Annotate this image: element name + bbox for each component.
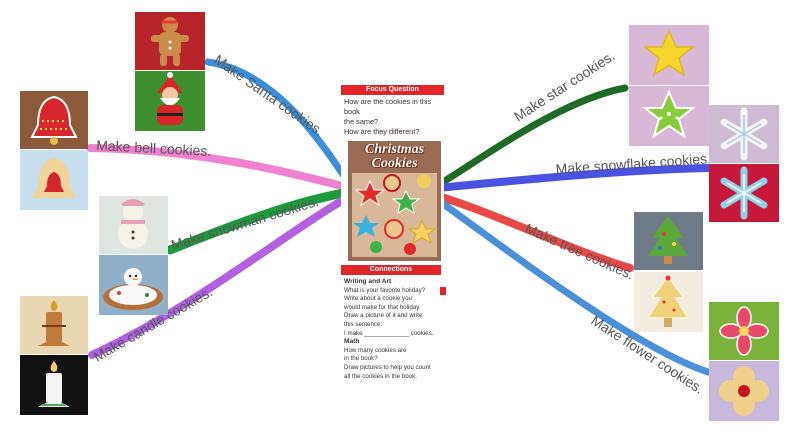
connections-body: Writing and Art What is your favorite ho… <box>341 275 446 381</box>
book-cover: Christmas Cookies <box>348 141 441 261</box>
writing-heading: Writing and Art <box>344 278 392 285</box>
writing-line: this sentence. <box>344 320 383 328</box>
bell-cookie-decorated-photo <box>20 91 88 149</box>
candle-cookie-white-photo <box>20 355 88 415</box>
book-title: Christmas Cookies <box>348 143 441 171</box>
focus-line: the same? <box>344 117 379 126</box>
flower-cookie-jam-photo <box>709 361 779 421</box>
writing-line: would make for that holiday. <box>344 303 421 311</box>
pencil-icon <box>440 287 446 295</box>
math-heading: Math <box>344 338 360 346</box>
bell-branch <box>86 144 354 192</box>
book-card: Focus Question How are the cookies in th… <box>341 85 446 382</box>
book-title-line: Cookies <box>371 156 418 171</box>
tree-branch <box>434 192 634 272</box>
santa-branch <box>204 58 354 189</box>
writing-line: What is your favorite holiday? <box>344 286 426 294</box>
santa-branch-taper <box>205 58 350 184</box>
focus-line: How are the cookies in this book <box>344 97 432 116</box>
melting-snowman-cookie-photo <box>99 255 168 315</box>
focus-line: How are they different? <box>344 127 420 136</box>
snowflake-cookie-blue-photo <box>709 164 779 222</box>
candle-branch <box>88 192 354 359</box>
writing-line: Write about a cookie you <box>344 295 412 303</box>
book-title-line: Christmas <box>364 142 425 157</box>
snowman-label: Make snowman cookies. <box>169 193 320 253</box>
flower-cookie-pink-photo <box>709 302 779 360</box>
santa-label: Make Santa cookies. <box>211 51 327 139</box>
snowman-cookie-photo <box>99 196 168 254</box>
math-line: How many cookies are <box>344 346 407 354</box>
snowflake-branch <box>434 164 712 192</box>
writing-line: Draw a picture of it and write <box>344 312 423 320</box>
star-cookie-green-photo <box>629 86 709 146</box>
snowman-branch <box>165 187 355 255</box>
focus-question-text: How are the cookies in this book the sam… <box>341 95 444 137</box>
flower-branch <box>434 196 712 376</box>
star-cookie-yellow-photo <box>629 25 709 85</box>
tree-cookie-green-photo <box>634 212 703 270</box>
snowflake-cookie-white-photo <box>709 105 779 163</box>
connections-header: Connections <box>341 265 441 275</box>
gingerbread-man-cookie-photo <box>135 12 205 70</box>
connections-title: Connections <box>369 266 413 273</box>
writing-line: I make _____________ cookies. <box>344 329 434 337</box>
focus-question-header: Focus Question <box>341 85 444 95</box>
math-line: Draw pictures to help you count <box>344 363 431 371</box>
star-branch <box>434 84 629 189</box>
math-line: all the cookies in the book. <box>344 372 417 380</box>
santa-cookie-photo <box>135 71 205 131</box>
candle-cookie-brown-photo <box>20 296 88 354</box>
bell-cookie-jam-photo <box>20 150 88 210</box>
bell-label: Make bell cookies. <box>96 137 212 159</box>
math-line: in the book? <box>344 355 378 363</box>
tree-cookie-yellow-photo <box>634 272 703 332</box>
